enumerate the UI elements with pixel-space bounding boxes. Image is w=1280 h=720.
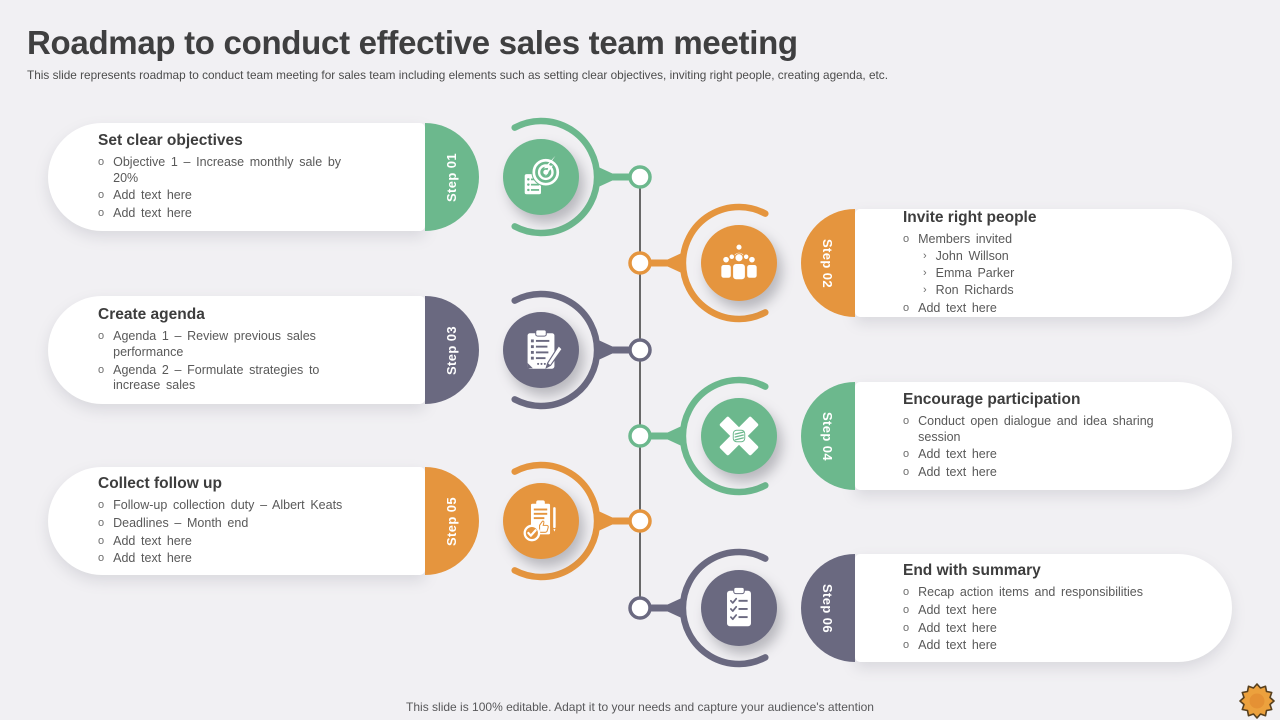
bullet-text: Add text here [918, 300, 997, 315]
bullet-text: Recap action items and responsibilities [918, 584, 1144, 599]
step4-icon-disc [701, 398, 777, 474]
document-check-icon [523, 500, 557, 542]
step4-number-shape: Step 04 [801, 382, 855, 490]
bullet-text: Add text here [918, 447, 997, 462]
step4-title: Encourage participation [903, 390, 1081, 408]
sub-bullet-marker: › [923, 283, 927, 296]
step1-title: Set clear objectives [98, 131, 243, 149]
step1-icon-disc [503, 139, 579, 215]
page-title: Roadmap to conduct effective sales team … [27, 24, 798, 61]
editable-note: This slide is 100% editable. Adapt it to… [406, 700, 874, 714]
step-card-5: Collect follow up o Follow-up collection … [48, 467, 479, 575]
bullet-text: Add text here [113, 551, 192, 566]
step5-number-label: Step 05 [444, 496, 460, 546]
sub-bullet-marker: › [923, 267, 927, 280]
step-card-2: Invite right people o Members invited › Jo… [801, 209, 1232, 317]
page-subtitle: This slide represents roadmap to conduct… [27, 68, 888, 82]
handshake-icon [719, 416, 759, 456]
step3-number-shape: Step 03 [425, 296, 479, 404]
checklist-icon [727, 586, 751, 627]
ribbon-badge-icon [1239, 683, 1275, 719]
step2-number-label: Step 02 [820, 238, 836, 288]
step3-icon-disc [503, 312, 579, 388]
step-card-6: End with summary o Recap action items and… [801, 554, 1232, 662]
bullet-text: Agenda 2 – Formulate strategies to incre… [113, 362, 320, 393]
bullet-marker: o [98, 363, 105, 376]
bullet-text: Add text here [918, 602, 997, 617]
step6-bullets: o Recap action items and responsibilities… [903, 583, 1212, 655]
bullet-marker: o [98, 552, 105, 565]
bullet-text: Objective 1 – Increase monthly sale by 2… [113, 154, 342, 185]
bullet-marker: o [903, 414, 910, 427]
step2-number-shape: Step 02 [801, 209, 855, 317]
step2-icon-disc [701, 225, 777, 301]
bullet-marker: o [903, 585, 910, 598]
bullet-text: Add text here [918, 620, 997, 635]
step-card-1: Set clear objectives o Objective 1 – Incr… [48, 123, 479, 231]
bullet-marker: o [98, 189, 105, 202]
step6-title: End with summary [903, 561, 1041, 579]
step3-title: Create agenda [98, 305, 205, 323]
step4-bullets: o Conduct open dialogue and idea sharing … [903, 412, 1212, 482]
step5-title: Collect follow up [98, 474, 222, 492]
bullet-marker: o [903, 639, 910, 652]
step-card-3: Create agenda o Agenda 1 – Review previou… [48, 296, 479, 404]
step5-icon-disc [503, 483, 579, 559]
bullet-marker: o [98, 534, 105, 547]
step6-number-label: Step 06 [820, 583, 836, 633]
bullet-marker: o [98, 207, 105, 220]
bullet-marker: o [98, 329, 105, 342]
sub-bullet-marker: › [923, 250, 927, 263]
step5-number-shape: Step 05 [425, 467, 479, 575]
bullet-marker: o [903, 621, 910, 634]
bullet-marker: o [903, 301, 910, 314]
bullet-text: Deadlines – Month end [113, 515, 249, 530]
step6-icon-disc [701, 570, 777, 646]
bullet-marker: o [98, 498, 105, 511]
bullet-marker: o [903, 466, 910, 479]
target-checklist-icon [524, 155, 561, 195]
bullet-text: Follow-up collection duty – Albert Keats [113, 497, 343, 512]
step6-number-shape: Step 06 [801, 554, 855, 662]
step3-bullets: o Agenda 1 – Review previous sales perfor… [98, 327, 405, 395]
bullet-marker: o [98, 516, 105, 529]
step2-bullets: o Members invited [903, 230, 1212, 248]
team-icon [720, 243, 758, 281]
bullet-marker: o [98, 155, 105, 168]
bullet-text: Conduct open dialogue and idea sharing s… [918, 413, 1154, 444]
sub-bullet-text: Ron Richards [935, 282, 1014, 297]
bullet-text: Agenda 1 – Review previous sales perform… [113, 328, 316, 359]
bullet-text: Add text here [918, 465, 997, 480]
step1-number-shape: Step 01 [425, 123, 479, 231]
clipboard-pencil-icon [527, 329, 563, 369]
bullet-text: Add text here [113, 533, 192, 548]
sub-bullet-text: Emma Parker [935, 266, 1015, 281]
step3-number-label: Step 03 [444, 325, 460, 375]
bullet-text: Add text here [113, 188, 192, 203]
bullet-marker: o [903, 448, 910, 461]
bullet-text: Add text here [918, 638, 997, 653]
step2-title: Invite right people [903, 209, 1037, 227]
step4-number-label: Step 04 [820, 411, 836, 461]
bullet-marker: o [903, 603, 910, 616]
step2-sub-bullets: › John Willson › Emma Parker › Ron Richards [923, 248, 1212, 299]
sub-bullet-text: John Willson [935, 249, 1009, 264]
step-card-4: Encourage participation o Conduct open di… [801, 382, 1232, 490]
bullet-text: Members invited [918, 232, 1013, 247]
bullet-marker: o [903, 233, 910, 246]
bullet-text: Add text here [113, 206, 192, 221]
step5-bullets: o Follow-up collection duty – Albert Keat… [98, 496, 405, 568]
step1-number-label: Step 01 [444, 152, 460, 202]
step1-bullets: o Objective 1 – Increase monthly sale by … [98, 153, 405, 223]
